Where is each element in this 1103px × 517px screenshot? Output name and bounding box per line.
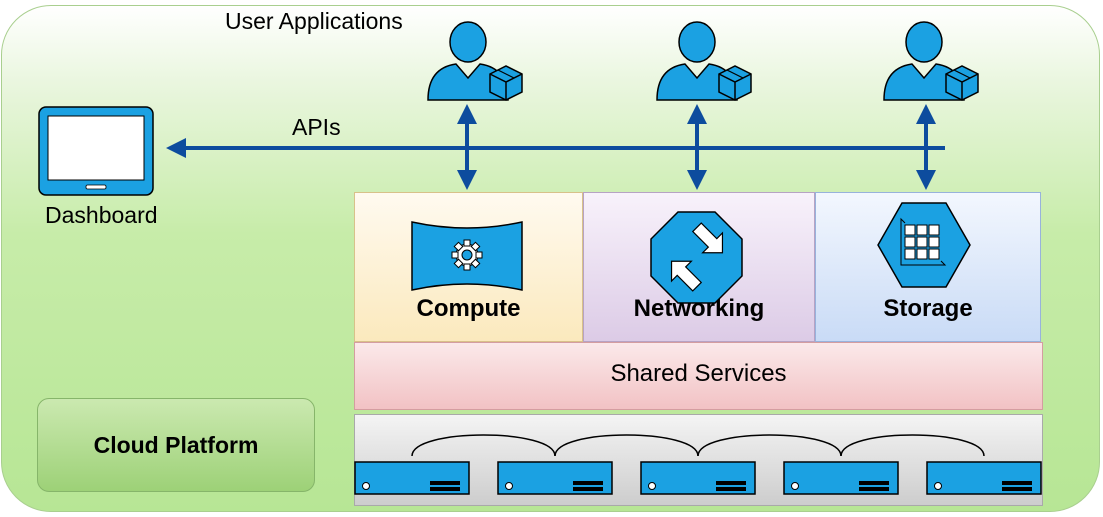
- cloud-platform-badge: Cloud Platform: [37, 398, 315, 492]
- dashboard-tablet-icon: [38, 106, 154, 196]
- server-unit-icon: [926, 461, 1042, 495]
- user-applications-label: User Applications: [225, 8, 403, 34]
- server-unit-icon: [640, 461, 756, 495]
- server-network-links: [411, 434, 985, 457]
- dashboard-label: Dashboard: [45, 202, 158, 228]
- server-unit-icon: [783, 461, 899, 495]
- server-unit-icon: [497, 461, 613, 495]
- user-app-icon-2: [656, 21, 752, 101]
- user-app-icon-1: [427, 21, 523, 101]
- user-app-icon-3: [883, 21, 979, 101]
- compute-label: Compute: [416, 295, 521, 322]
- apis-label: APIs: [292, 114, 341, 140]
- shared-services-label: Shared Services: [610, 360, 787, 387]
- server-unit-icon: [354, 461, 470, 495]
- cloud-platform-label: Cloud Platform: [93, 431, 259, 458]
- shared-services-box[interactable]: Shared Services: [354, 342, 1043, 410]
- compute-gear-icon: [411, 221, 523, 291]
- storage-grid-icon: [877, 202, 971, 288]
- storage-label: Storage: [883, 295, 973, 322]
- networking-arrows-icon: [650, 211, 743, 304]
